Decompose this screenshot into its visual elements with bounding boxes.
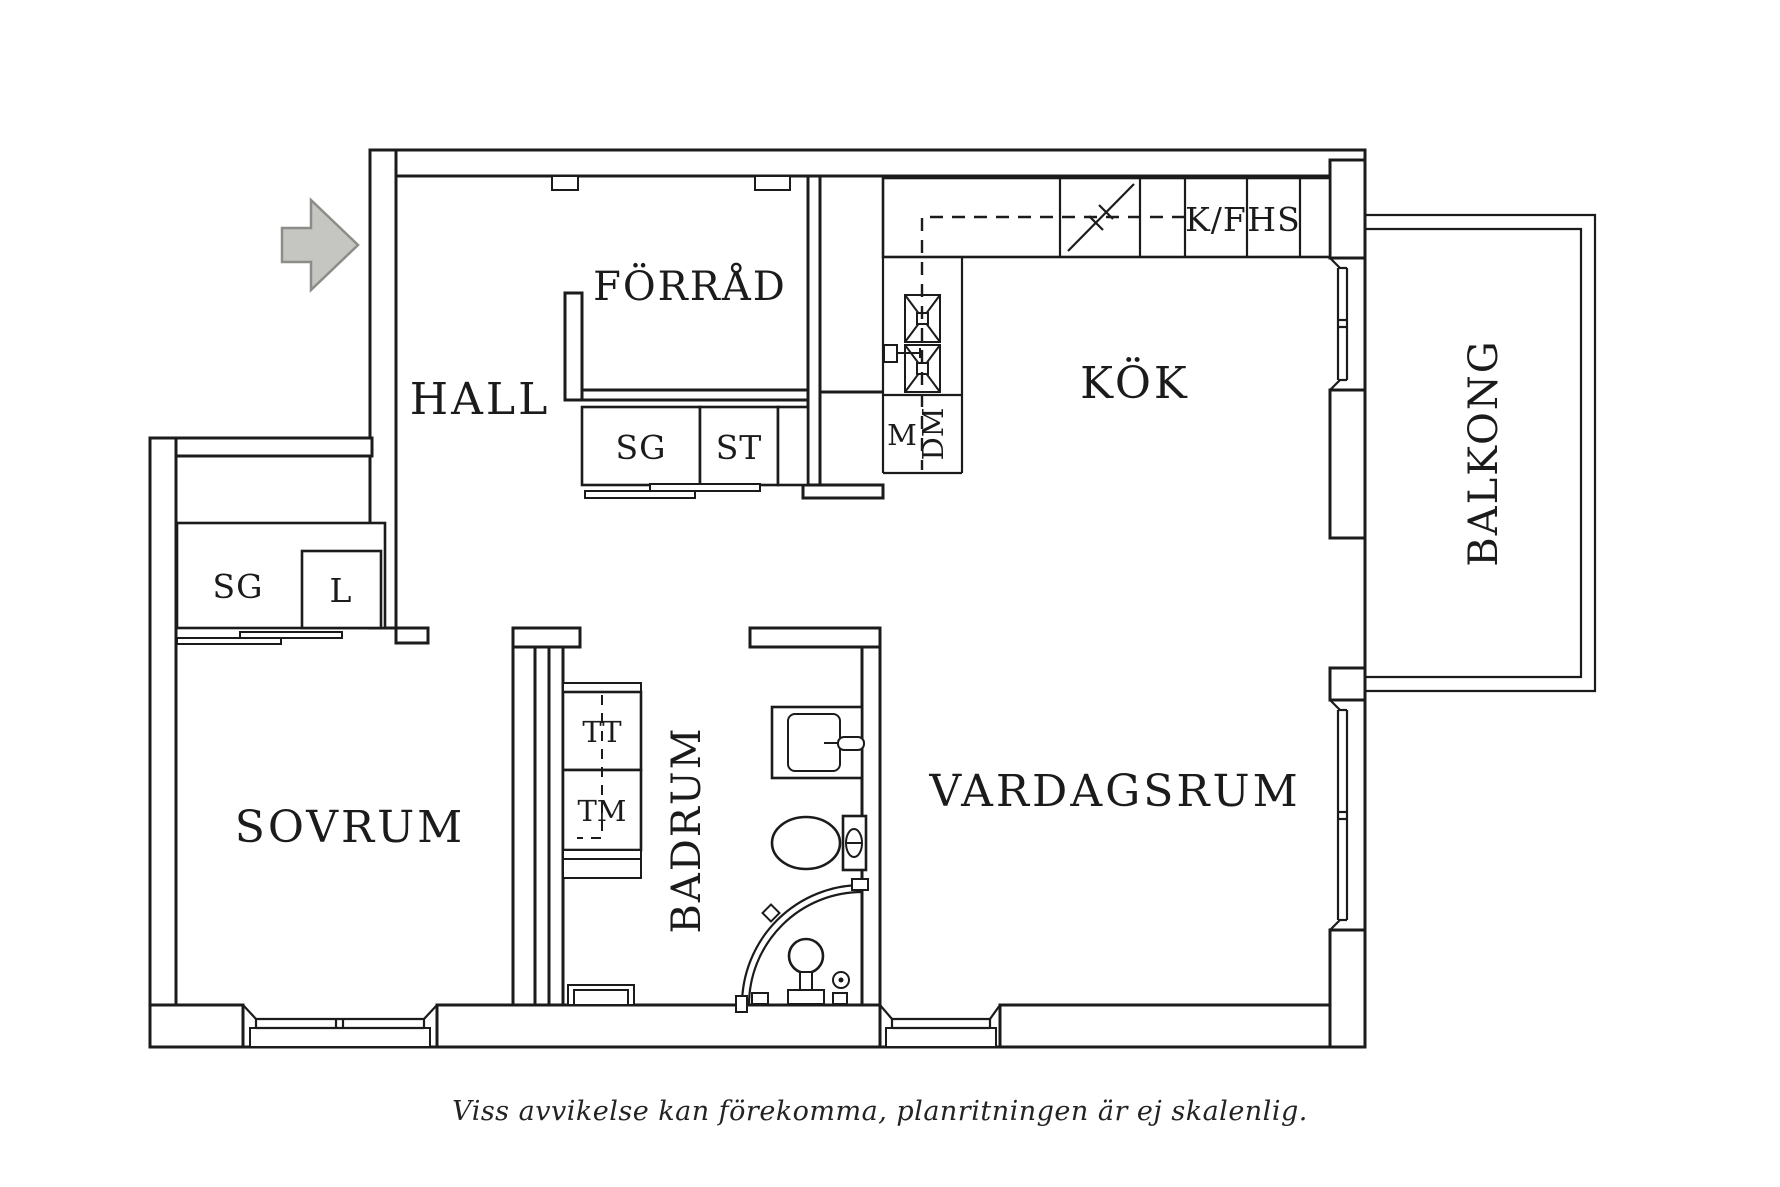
kitchen-faucet-icon — [883, 344, 921, 363]
label-tt: TT — [582, 715, 622, 749]
sliding-door-icon — [176, 637, 282, 645]
room-label-hall: HALL — [410, 374, 551, 425]
window-livingroom-east-icon — [1329, 699, 1349, 931]
room-label-sovrum: SOVRUM — [235, 802, 465, 853]
wall-niche-icon — [754, 175, 791, 191]
windows — [242, 257, 1349, 1048]
wall-bottom-seg3 — [998, 1003, 1332, 1049]
wall-cap-bedroom-bath — [511, 626, 582, 649]
washbasin-icon — [770, 705, 865, 780]
bathroom-fittings — [561, 682, 869, 1013]
label-l-bedroom: L — [330, 571, 353, 610]
closet-l-bedroom — [300, 549, 383, 630]
laundry-column — [561, 682, 643, 879]
label-sg-hall: SG — [616, 428, 667, 467]
wall-left-lower — [148, 436, 178, 1049]
balcony-inner-rail — [1365, 227, 1583, 679]
hall-closets — [580, 405, 810, 499]
sliding-door-icon — [649, 483, 761, 492]
label-dm: DM — [916, 408, 950, 461]
bedroom-closets — [175, 521, 387, 645]
shower-icon — [735, 878, 869, 1013]
wall-bathroom-west — [547, 645, 565, 1007]
wall-storage-east — [806, 174, 822, 500]
wall-top — [368, 148, 1367, 178]
room-label-kok: KÖK — [1080, 356, 1190, 409]
label-st-hall: ST — [716, 428, 763, 467]
window-kitchen-icon — [1329, 257, 1349, 391]
room-labels: HALL FÖRRÅD KÖK VARDAGSRUM SOVRUM BADRUM… — [235, 263, 1507, 934]
wall-right-seg1 — [1328, 158, 1367, 260]
sliding-door-icon — [584, 490, 696, 499]
room-label-badrum: BADRUM — [664, 726, 710, 933]
closet-sg-hall — [580, 405, 702, 487]
label-tm: TM — [577, 794, 626, 828]
wall-right-seg4 — [1328, 928, 1367, 1049]
fixture-labels: SG ST SG L K/F HS M DM TT TM — [213, 200, 1300, 828]
wall-storage-west — [563, 291, 584, 402]
wall-bedroom-east — [511, 645, 537, 1007]
wall-bathroom-north — [748, 626, 882, 649]
sliding-door-icon — [239, 631, 343, 639]
room-label-forrad: FÖRRÅD — [593, 263, 787, 310]
label-hs: HS — [1247, 200, 1300, 239]
wall-bottom-seg2 — [435, 1003, 882, 1049]
interior-walls — [394, 174, 885, 1007]
toilet-icon — [770, 814, 868, 872]
balcony-outer-rail — [1365, 213, 1597, 693]
wall-storage-south — [580, 388, 810, 402]
balcony-outline — [1365, 213, 1597, 693]
wall-bottom-seg1 — [148, 1003, 245, 1049]
wall-right-seg3 — [1328, 666, 1367, 702]
label-m: M — [887, 418, 917, 452]
radiator-icon — [567, 984, 635, 1006]
window-bedroom-icon — [242, 1004, 438, 1048]
wall-right-seg2 — [1328, 388, 1367, 540]
wall-shaft-south — [801, 483, 885, 500]
wall-bedroom-door-jamb — [394, 626, 430, 645]
label-sg-bedroom: SG — [213, 567, 264, 606]
wall-step — [148, 436, 374, 458]
kitchen-fittings — [881, 176, 1332, 475]
disclaimer-caption: Viss avvikelse kan förekomma, planritnin… — [452, 1096, 1308, 1127]
entrance-arrow-icon — [280, 197, 360, 293]
room-label-balkong: BALKONG — [1461, 339, 1507, 566]
room-label-vardagsrum: VARDAGSRUM — [928, 766, 1300, 817]
label-kf: K/F — [1185, 200, 1247, 239]
wall-niche-icon — [551, 175, 579, 191]
closet-narrow-hall — [776, 405, 810, 487]
window-livingroom-south-icon — [879, 1004, 1001, 1048]
